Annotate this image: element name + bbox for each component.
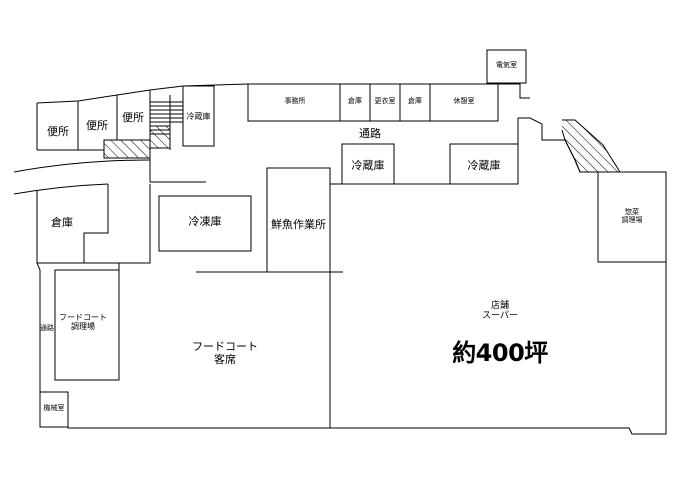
small-fridge-room: [182, 85, 215, 147]
top-rooms: [247, 49, 527, 122]
food-court-kitchen-block: [39, 263, 120, 428]
freezer-room: [158, 195, 252, 252]
freezer-label: 冷凍庫: [188, 215, 222, 228]
fish-prep-label: 鮮魚作業所: [271, 218, 326, 231]
locker-room-label: 更衣室: [374, 97, 396, 105]
store-area-label: 約400坪: [452, 339, 548, 367]
corridor-label: 通路: [359, 127, 381, 140]
toilet-3-label: 便所: [122, 111, 144, 124]
foodcourt-kitchen-label-line1: フードコート: [59, 313, 107, 322]
fridge-1-label: 冷蔵庫: [351, 159, 385, 172]
toilet-2-label: 便所: [86, 119, 108, 132]
toilet-block: [37, 85, 215, 160]
food-court-kitchen-room: [54, 269, 120, 381]
left-corridor: [13, 159, 206, 195]
fish-prep-room: [266, 167, 331, 273]
storage-top2-label: 倉庫: [408, 97, 422, 105]
machine-room-label: 機械室: [43, 404, 65, 412]
electrical-room-label: 電気室: [496, 61, 517, 69]
breakroom-label: 休憩室: [453, 97, 475, 105]
fridge-2-label: 冷蔵庫: [467, 159, 501, 172]
store-label-line2: スーパー: [482, 311, 518, 322]
storage-top1-label: 倉庫: [348, 97, 362, 105]
fridge-room-2: [449, 143, 519, 185]
foodcourt-kitchen-label: フードコート 調理場: [55, 313, 111, 331]
storage-left-label: 倉庫: [51, 216, 73, 229]
foodcourt-seating-label: フードコート 客席: [170, 340, 280, 366]
deli-kitchen-room: [597, 171, 667, 263]
foodcourt-seating-label-line2: 客席: [214, 352, 236, 366]
deli-kitchen-label: 惣菜 調理場: [598, 208, 666, 224]
hatched-area-left: [103, 139, 151, 159]
electrical-room: [486, 49, 527, 84]
small-fridge-label: 冷蔵庫: [186, 112, 211, 121]
side-passage-label: 通路: [40, 324, 54, 332]
foodcourt-seating-label-line1: フードコート: [192, 340, 258, 353]
deli-kitchen-label-line2: 調理場: [621, 216, 643, 225]
office-label: 事務所: [284, 97, 306, 105]
machine-room-box: [39, 391, 69, 428]
storage-left-room: [36, 184, 151, 264]
store-label-line1: 店舗: [490, 301, 509, 311]
deli-kitchen-label-line1: 惣菜: [625, 208, 639, 216]
store-label: 店舗 スーパー: [460, 301, 540, 322]
corridor-rooms: [299, 118, 621, 185]
hatched-stair: [149, 125, 171, 149]
office-room: [247, 83, 499, 122]
foodcourt-kitchen-label-line2: 調理場: [71, 322, 95, 332]
toilet-1-label: 便所: [47, 125, 69, 138]
fridge-room-1: [341, 143, 395, 185]
